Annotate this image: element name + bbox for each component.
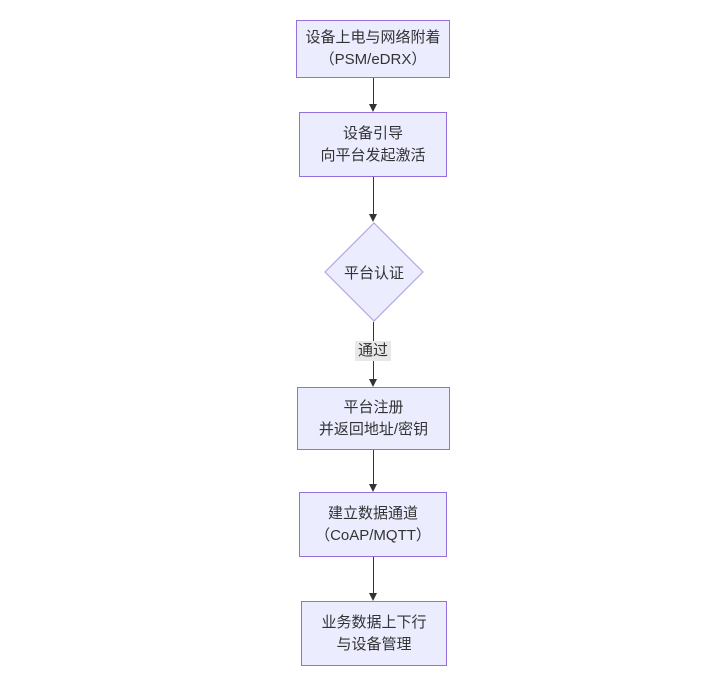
node-power-attach: 设备上电与网络附着 （PSM/eDRX） — [296, 20, 450, 78]
node-label-line: 建立数据通道 — [327, 504, 418, 522]
node-label-line: 向平台发起激活 — [320, 146, 426, 164]
arrowhead-icon — [369, 379, 377, 387]
node-bootstrap: 设备引导 向平台发起激活 — [299, 112, 447, 177]
arrowhead-icon — [369, 484, 377, 492]
node-data-channel: 建立数据通道 （CoAP/MQTT） — [299, 492, 447, 557]
arrow-bootstrap-to-auth — [369, 177, 378, 222]
edge-line — [373, 177, 374, 216]
arrow-register-to-channel — [369, 450, 378, 492]
arrow-channel-to-business — [369, 557, 378, 601]
node-label-line: 并返回地址/密钥 — [318, 420, 429, 438]
node-business-data: 业务数据上下行 与设备管理 — [301, 601, 447, 666]
node-label-line: （CoAP/MQTT） — [315, 526, 431, 544]
node-label-line: 业务数据上下行 — [321, 613, 427, 631]
edge-line — [373, 78, 374, 106]
arrow-power-to-bootstrap — [369, 78, 378, 112]
edge-line — [373, 557, 374, 595]
node-label-line: （PSM/eDRX） — [319, 51, 427, 68]
edge-line — [373, 450, 374, 486]
arrowhead-icon — [369, 593, 377, 601]
node-label-line: 设备上电与网络附着 — [305, 29, 441, 46]
node-label-line: 平台注册 — [343, 398, 404, 416]
node-register: 平台注册 并返回地址/密钥 — [297, 387, 450, 450]
arrowhead-icon — [369, 104, 377, 112]
diamond-shape — [324, 222, 424, 322]
node-label-line: 设备引导 — [342, 124, 403, 142]
node-label-line: 与设备管理 — [336, 635, 412, 653]
arrowhead-icon — [369, 214, 377, 222]
node-platform-auth: 平台认证 — [324, 222, 424, 322]
edge-label-pass: 通过 — [354, 341, 392, 361]
node-label-line: 平台认证 — [343, 264, 404, 282]
